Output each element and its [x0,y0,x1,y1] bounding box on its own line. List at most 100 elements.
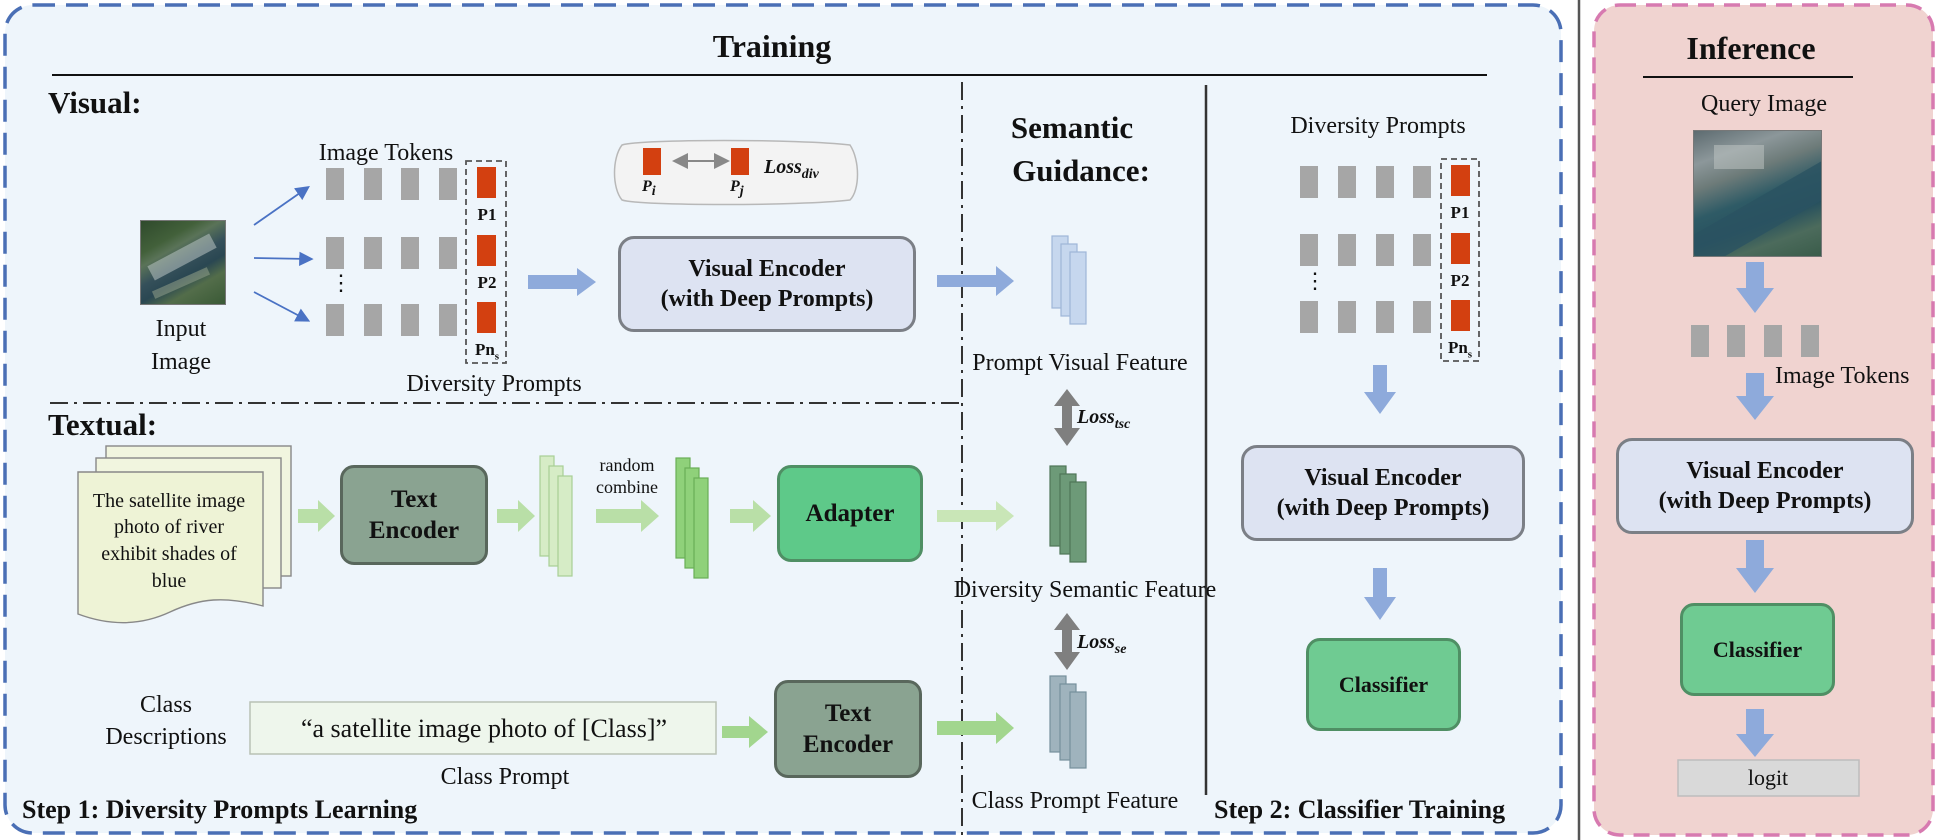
combined-feature-stack [675,457,709,579]
image-token [1376,234,1394,266]
visual-encoder-step2: Visual Encoder(with Deep Prompts) [1241,445,1525,541]
vertical-ellipsis: ⋮ [330,270,352,295]
inference-image-tokens-label: Image Tokens [1775,363,1910,389]
textual-label: Textual: [48,407,158,442]
semantic-guidance-1: Semantic [1010,110,1134,145]
prompt-label-p2: P2 [477,273,497,292]
training-title: Training [712,28,832,64]
image-token [364,237,382,269]
image-token [1376,166,1394,198]
class-prompt-box [249,701,717,755]
image-token [401,304,419,336]
loss-tsc-label: Losstsc [1077,406,1131,432]
diversity-semantic-feature-label: Diversity Semantic Feature [953,577,1217,603]
diversity-semantic-feature-stack [1049,465,1087,563]
image-token [1300,301,1318,333]
pj-label: Pj [730,178,744,200]
prompt-label-pn: Pns [1447,338,1473,361]
semantic-guidance-2: Guidance: [1012,153,1150,188]
query-image-label: Query Image [1701,91,1827,117]
prompt-visual-feature-label: Prompt Visual Feature [972,350,1188,376]
image-tokens-label: Image Tokens [318,140,454,166]
visual-encoder-training: Visual Encoder(with Deep Prompts) [618,236,916,332]
doc-text-1: The satellite image [92,490,246,512]
random-combine-2: combine [596,477,658,497]
prompt-label-p1: P1 [1450,203,1470,222]
diversity-prompts-label: Diversity Prompts [406,371,582,397]
image-token [1727,325,1745,357]
step2-diversity-prompts: Diversity Prompts [1290,113,1466,139]
image-token [401,237,419,269]
input-image-label-1: Input [155,316,207,342]
image-token [1338,234,1356,266]
step2-label: Step 2: Classifier Training [1214,795,1506,824]
visual-label: Visual: [48,85,142,120]
class-prompt-text: “a satellite image photo of [Class]” [300,714,668,743]
image-token [364,304,382,336]
doc-text-4: blue [151,570,187,592]
image-token [1801,325,1819,357]
class-description-documents [77,445,292,624]
classifier-inference: Classifier [1680,603,1835,696]
prompt-p1 [1451,165,1470,196]
image-token [364,168,382,200]
visual-encoder-inference: Visual Encoder(with Deep Prompts) [1616,438,1914,534]
prompt-pi [643,148,661,175]
prompt-visual-feature-stack [1051,235,1087,325]
image-token [1300,166,1318,198]
prompt-p2 [1451,233,1470,264]
prompt-p2 [477,235,496,266]
inference-title: Inference [1686,30,1816,66]
class-prompt-feature-stack [1049,675,1087,769]
image-token [326,168,344,200]
pi-label: Pi [642,178,656,200]
vertical-ellipsis: ⋮ [1304,268,1326,293]
prompt-label-p2: P2 [1450,271,1470,290]
image-token [1413,234,1431,266]
prompt-label-p1: P1 [477,205,497,224]
image-token [1338,301,1356,333]
prompt-label-pn: Pns [474,340,500,363]
image-token [1376,301,1394,333]
adapter-box: Adapter [777,465,923,562]
inference-panel [1592,3,1935,837]
image-token [439,304,457,336]
doc-text-2: photo of river [114,516,224,538]
prompt-pn [1451,300,1470,331]
image-token [439,168,457,200]
logit-label: logit [1747,765,1789,790]
text-feature-stack [539,455,573,577]
image-token [1691,325,1709,357]
image-token [1338,166,1356,198]
image-token [1413,166,1431,198]
prompt-p1 [477,167,496,198]
doc-text-3: exhibit shades of [101,543,237,565]
image-token [439,237,457,269]
logit-box [1677,759,1860,797]
image-token [401,168,419,200]
input-image-label-2: Image [151,349,211,375]
classifier-step2: Classifier [1306,638,1461,731]
image-token [326,304,344,336]
training-panel [3,3,1563,835]
random-combine-1: random [599,455,655,475]
loss-se-label: Lossse [1077,631,1127,657]
image-token [1764,325,1782,357]
class-prompt-label: Class Prompt [440,764,570,790]
image-token [1300,234,1318,266]
step1-label: Step 1: Diversity Prompts Learning [22,795,418,824]
query-image [1693,130,1822,257]
image-token [326,237,344,269]
input-image [140,220,226,305]
prompt-pj [731,148,749,175]
image-token [1413,301,1431,333]
loss-div-label: Lossdiv [764,156,819,182]
prompt-pn [477,302,496,333]
class-descriptions-2: Descriptions [105,724,227,750]
class-prompt-feature-label: Class Prompt Feature [971,788,1179,814]
class-descriptions-1: Class [139,692,193,718]
